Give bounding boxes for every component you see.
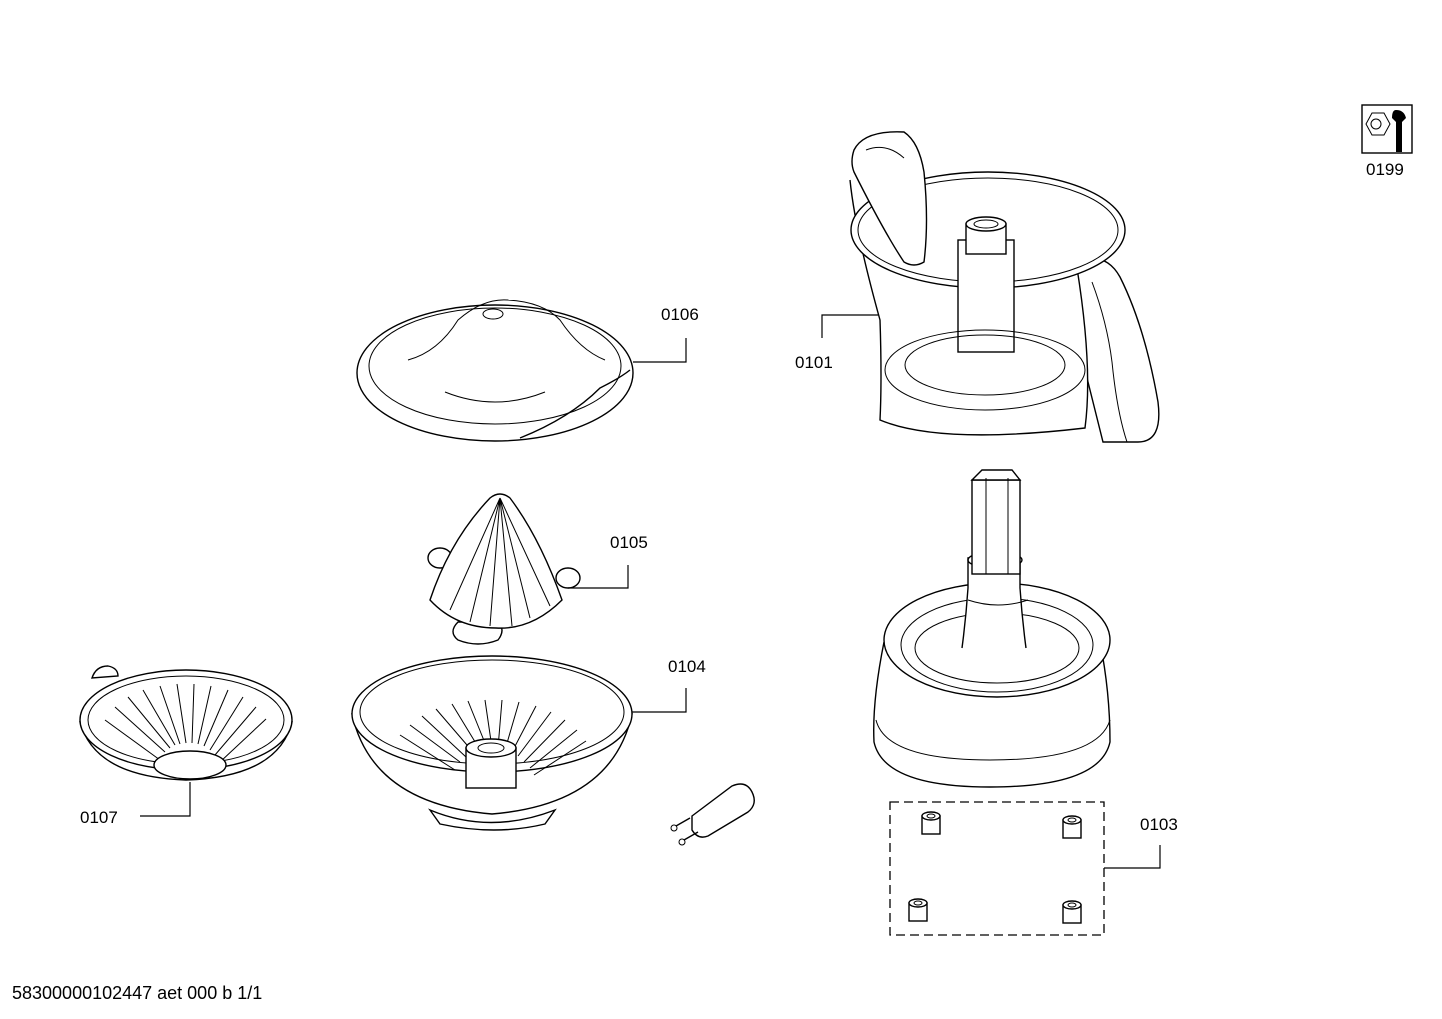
service-tool-icon[interactable] <box>1361 104 1413 154</box>
part-label-0106[interactable]: 0106 <box>661 305 699 324</box>
part-0107-sieve[interactable] <box>79 665 293 781</box>
part-label-0199[interactable]: 0199 <box>1366 160 1404 179</box>
part-label-0103[interactable]: 0103 <box>1140 815 1178 834</box>
part-label-0105[interactable]: 0105 <box>610 533 648 552</box>
foot-1 <box>921 811 941 835</box>
foot-2 <box>1062 815 1082 839</box>
document-id: 58300000102447 aet 000 b 1/1 <box>12 983 262 1003</box>
part-label-0101[interactable]: 0101 <box>795 353 833 372</box>
part-0105-reamer-cone[interactable] <box>427 493 581 645</box>
part-0104-juice-bowl[interactable] <box>351 655 633 831</box>
foot-4 <box>1062 900 1082 924</box>
part-0101-jug[interactable] <box>849 131 1160 443</box>
part-0103-feet-set[interactable] <box>889 801 1105 936</box>
foot-3 <box>908 898 928 922</box>
part-0106-lid[interactable] <box>356 299 634 442</box>
part-motor-base[interactable] <box>670 469 1111 846</box>
part-label-0104[interactable]: 0104 <box>668 657 706 676</box>
part-label-0107[interactable]: 0107 <box>80 808 118 827</box>
